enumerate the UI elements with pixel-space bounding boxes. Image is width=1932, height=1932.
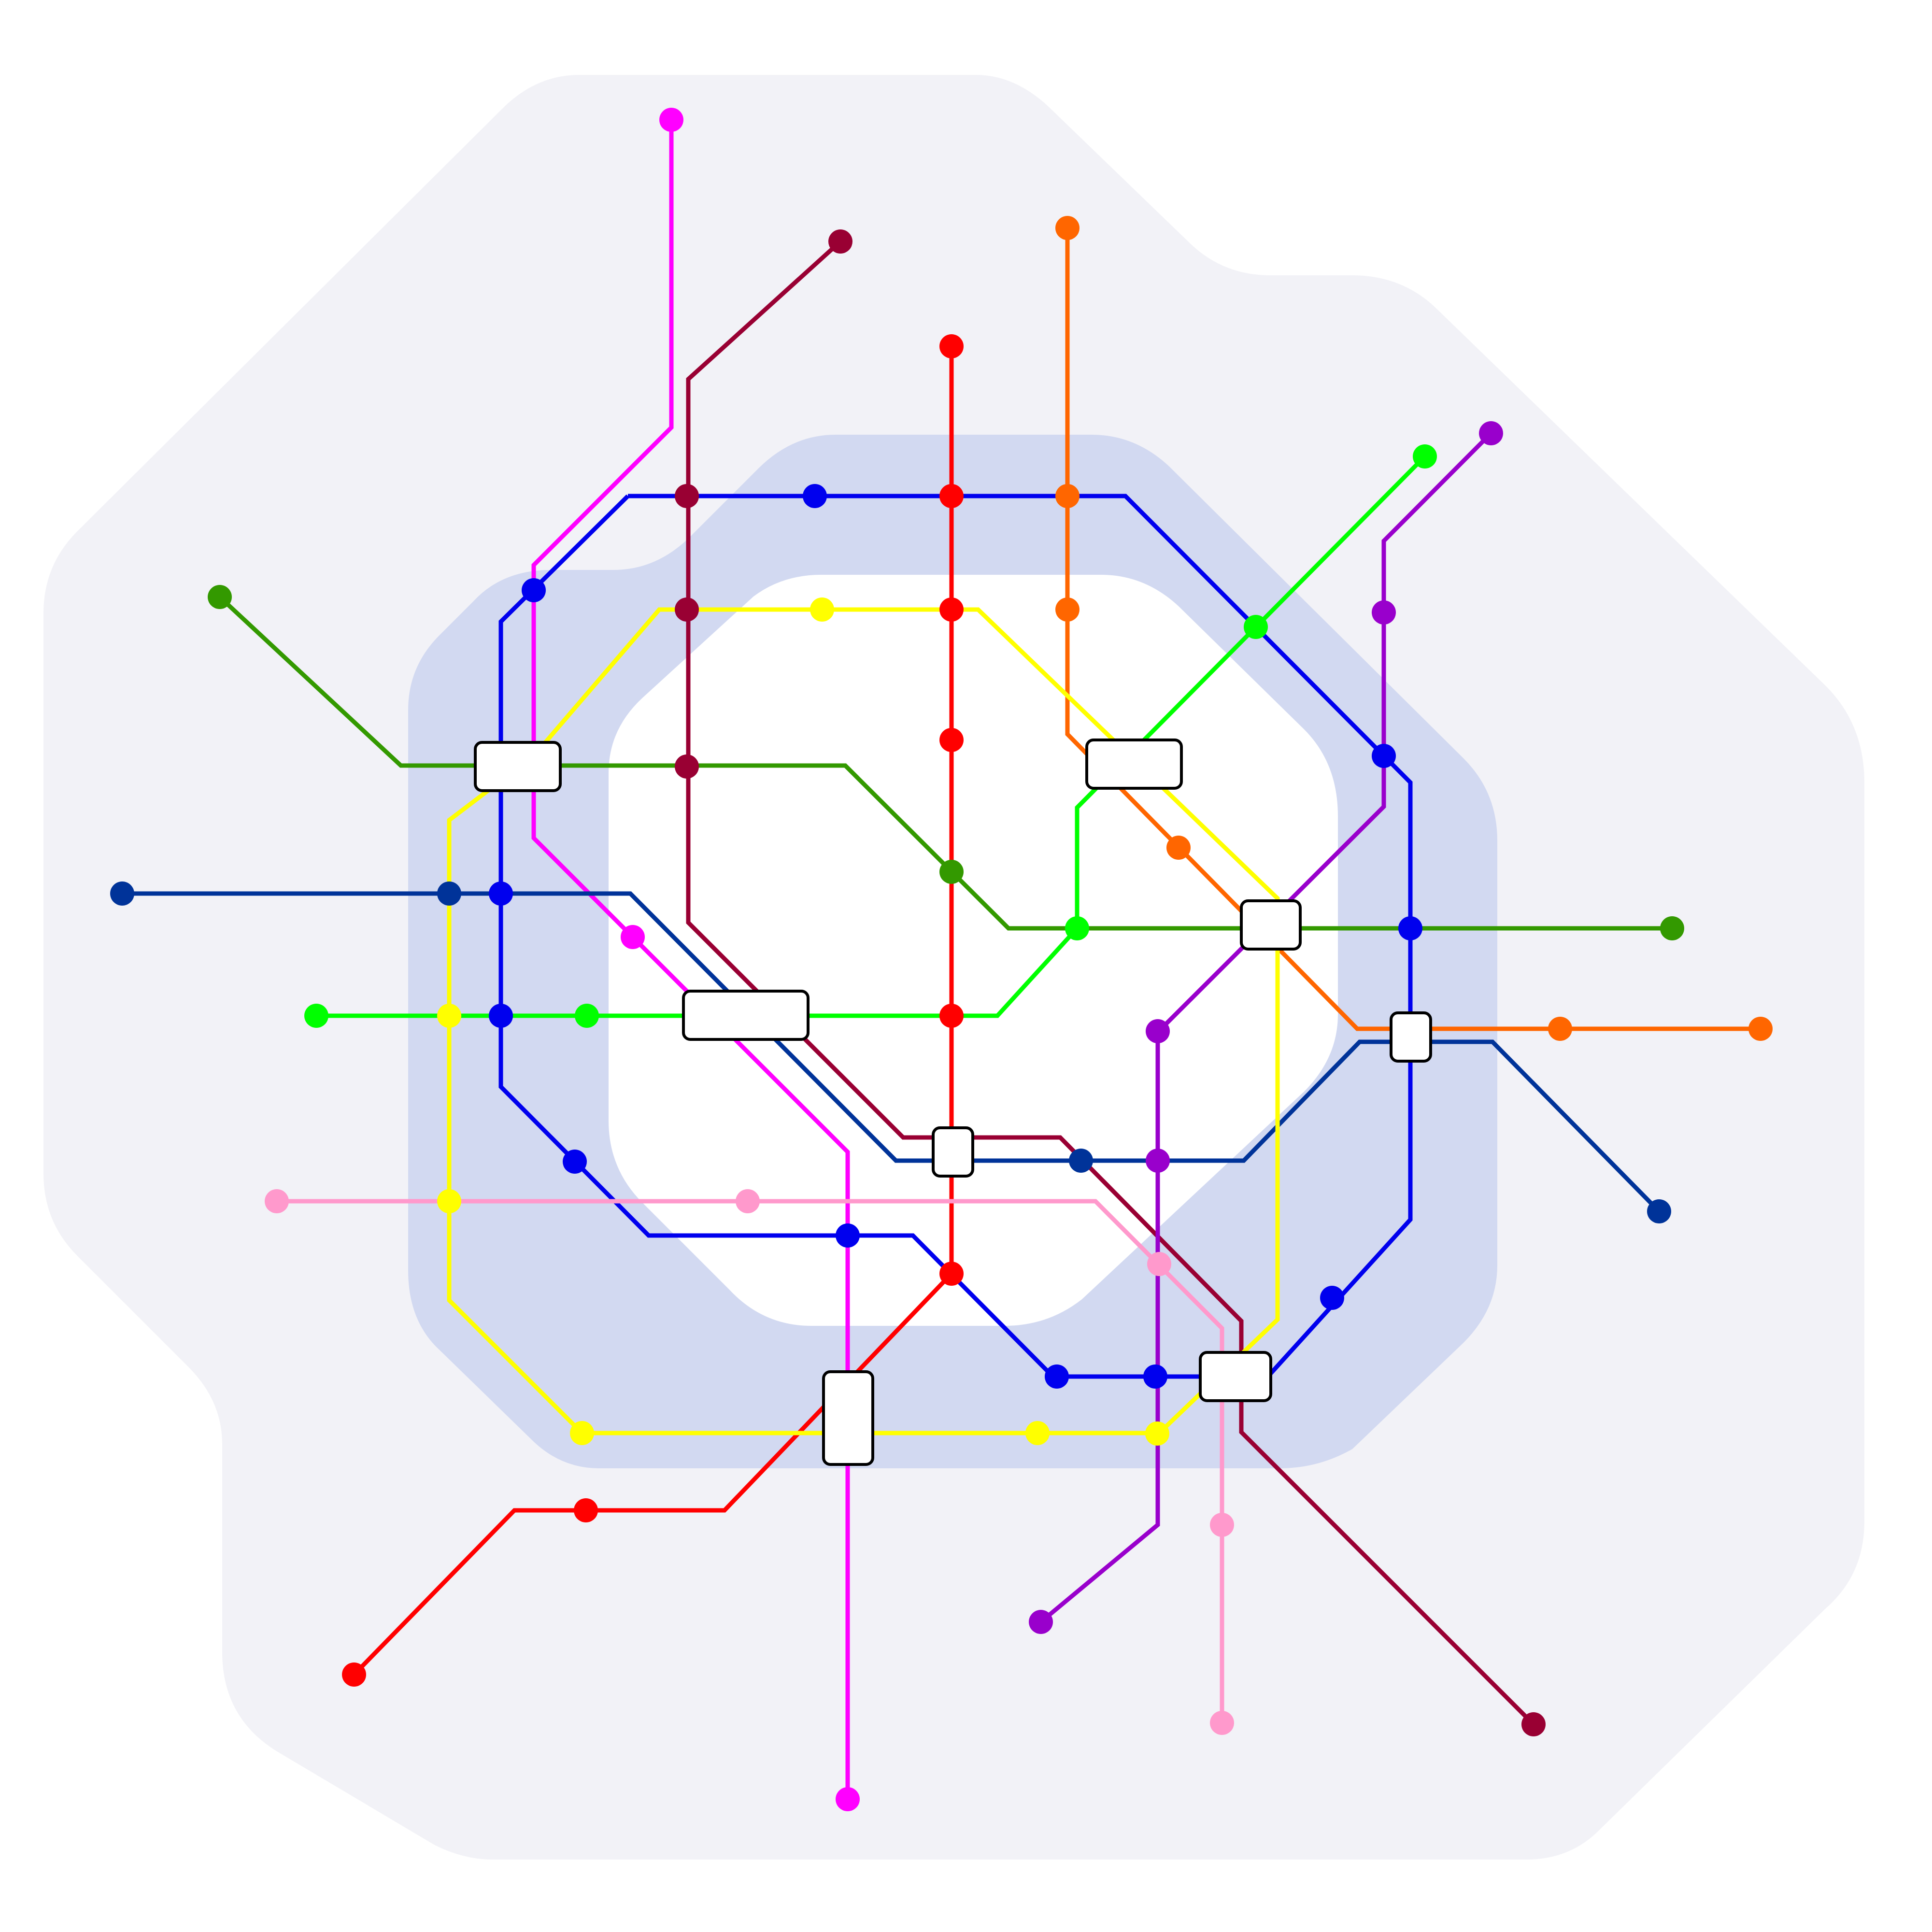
station-yellow-3[interactable] (437, 1189, 461, 1213)
station-lime-3[interactable] (1065, 916, 1089, 940)
station-navy-1[interactable] (110, 881, 134, 906)
interchange-northeast[interactable] (1085, 739, 1183, 790)
station-blue-10[interactable] (1143, 1364, 1167, 1389)
station-lime-5[interactable] (1413, 444, 1437, 469)
station-pink-4[interactable] (1210, 1513, 1234, 1537)
interchange-far-east[interactable] (1390, 1011, 1432, 1063)
station-red-4[interactable] (939, 728, 964, 752)
line-green (218, 595, 1672, 931)
station-navy-3[interactable] (1069, 1149, 1093, 1173)
interchange-northwest[interactable] (474, 741, 562, 792)
station-magenta-1[interactable] (659, 108, 683, 132)
station-yellow-6[interactable] (1145, 1421, 1169, 1446)
station-purple-2[interactable] (1372, 600, 1396, 625)
station-green-3[interactable] (1660, 916, 1684, 940)
station-yellow-4[interactable] (570, 1421, 594, 1445)
station-pink-5[interactable] (1210, 1711, 1234, 1735)
station-blue-4[interactable] (1398, 916, 1422, 940)
station-blue-3[interactable] (1372, 744, 1396, 768)
station-blue-5[interactable] (489, 881, 513, 906)
interchange-centre[interactable] (932, 1126, 974, 1178)
station-blue-9[interactable] (1045, 1364, 1069, 1389)
station-blue-7[interactable] (563, 1150, 587, 1174)
interchange-east[interactable] (1240, 899, 1302, 951)
station-orange-5[interactable] (1548, 1017, 1572, 1041)
metro-stations (110, 108, 1773, 1811)
station-pink-3[interactable] (1147, 1252, 1171, 1276)
station-magenta-3[interactable] (836, 1787, 860, 1811)
station-red-5[interactable] (939, 1004, 964, 1028)
station-purple-5[interactable] (1029, 1610, 1053, 1634)
line-magenta (531, 120, 850, 1799)
station-red-6[interactable] (939, 1262, 964, 1286)
line-red (352, 346, 954, 1676)
station-red-3[interactable] (939, 597, 964, 622)
station-maroon-3[interactable] (675, 597, 699, 622)
station-blue-8[interactable] (836, 1223, 860, 1248)
station-orange-4[interactable] (1166, 836, 1191, 860)
station-purple-3[interactable] (1146, 1019, 1170, 1043)
station-blue-1[interactable] (522, 578, 546, 602)
station-red-8[interactable] (342, 1662, 366, 1687)
station-lime-4[interactable] (1244, 615, 1268, 639)
station-red-1[interactable] (939, 334, 964, 358)
station-navy-4[interactable] (1647, 1199, 1671, 1223)
station-pink-1[interactable] (265, 1189, 289, 1213)
station-maroon-1[interactable] (828, 229, 852, 254)
station-orange-1[interactable] (1055, 216, 1080, 240)
station-orange-2[interactable] (1055, 484, 1080, 508)
station-maroon-2[interactable] (675, 484, 699, 508)
station-yellow-5[interactable] (1025, 1421, 1050, 1445)
station-maroon-5[interactable] (1521, 1712, 1546, 1736)
station-magenta-2[interactable] (621, 925, 645, 949)
interchange-stations (474, 739, 1432, 1466)
station-purple-1[interactable] (1479, 421, 1503, 445)
station-purple-4[interactable] (1146, 1149, 1170, 1173)
station-blue-2[interactable] (803, 484, 827, 508)
station-pink-2[interactable] (736, 1189, 760, 1213)
station-blue-6[interactable] (489, 1004, 513, 1028)
station-green-2[interactable] (939, 860, 964, 884)
interchange-southeast[interactable] (1199, 1351, 1272, 1402)
station-navy-2[interactable] (437, 881, 461, 906)
station-orange-6[interactable] (1748, 1017, 1773, 1041)
station-blue-11[interactable] (1320, 1286, 1344, 1310)
station-yellow-2[interactable] (437, 1004, 461, 1028)
interchange-south[interactable] (822, 1370, 874, 1466)
station-red-2[interactable] (939, 484, 964, 508)
line-navy (122, 891, 1661, 1213)
station-lime-2[interactable] (575, 1004, 599, 1028)
line-maroon (686, 240, 1535, 1726)
station-red-7[interactable] (574, 1498, 598, 1522)
interchange-west-centre[interactable] (682, 990, 810, 1041)
station-orange-3[interactable] (1055, 597, 1080, 622)
station-green-1[interactable] (208, 585, 232, 609)
station-yellow-1[interactable] (810, 597, 834, 622)
station-lime-1[interactable] (304, 1004, 328, 1028)
station-maroon-4[interactable] (675, 754, 699, 779)
